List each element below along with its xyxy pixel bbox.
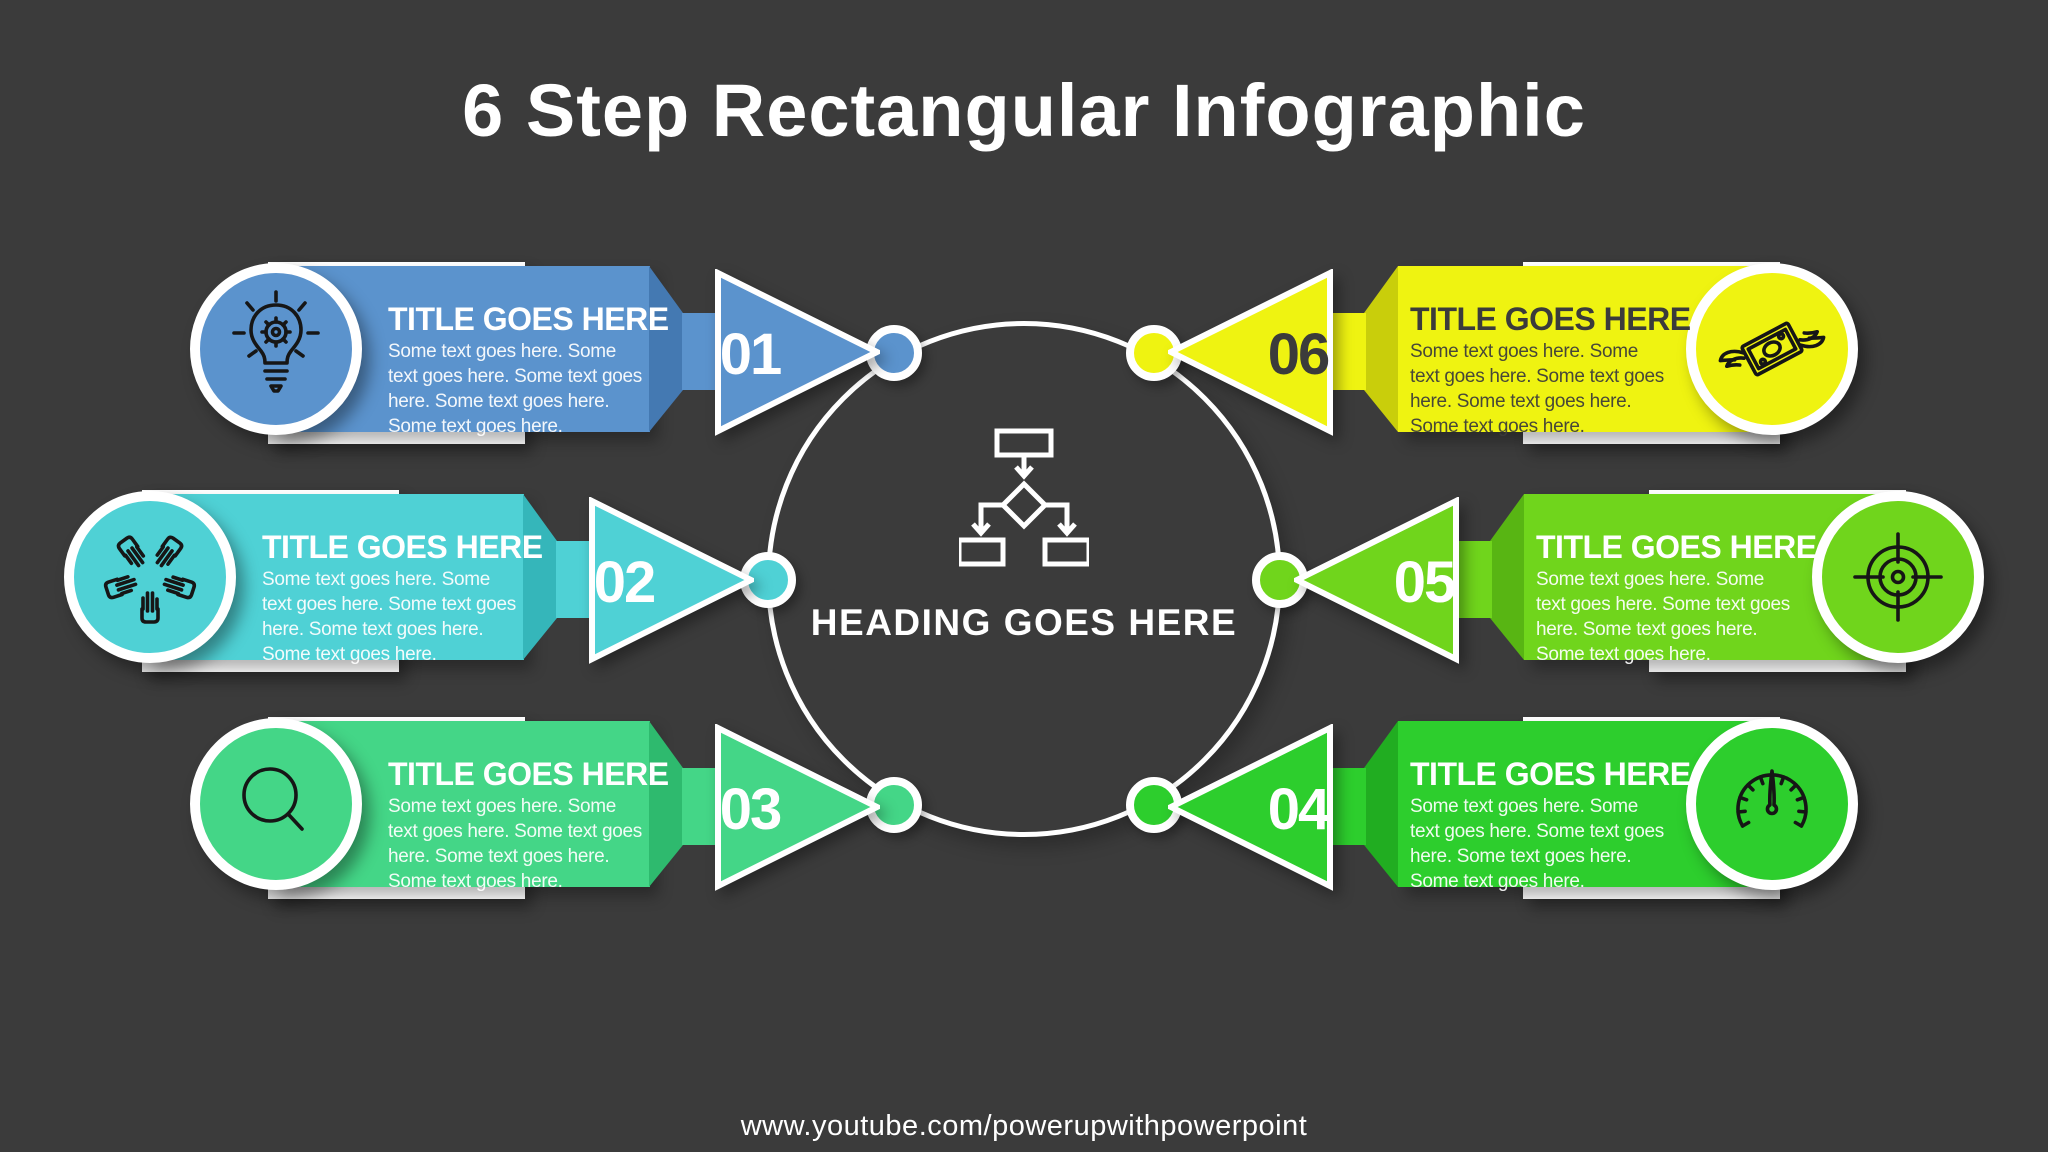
step-number: 05 [1393,550,1457,615]
step-body-text: Some text goes here. Some text goes here… [388,341,642,437]
panel-fold [523,494,557,660]
step-item-4: 04 TITLE GOES HERE Some text goes here. … [1158,710,1858,900]
step-body-text: Some text goes here. Some text goes here… [1410,796,1664,892]
flowchart-icon [959,428,1089,567]
step-icon-circle [190,718,362,890]
step-item-6: 06 TITLE GOES HERE Some text goes here. … [1158,255,1858,445]
panel-fold [1490,494,1524,660]
arrow-head [1168,724,1333,891]
panel-fold [1364,266,1398,432]
center-heading: HEADING GOES HERE [810,602,1238,643]
step-body-text: Some text goes here. Some text goes here… [1410,341,1664,437]
step-title: TITLE GOES HERE [388,301,669,337]
panel-fold [649,266,683,432]
footer-channel-url: www.youtube.com/powerupwithpowerpoint [740,1110,1308,1142]
node-step-3 [866,777,922,833]
step-title: TITLE GOES HERE [1410,301,1691,337]
step-body-text: Some text goes here. Some text goes here… [388,796,642,892]
step-title: TITLE GOES HERE [388,756,669,792]
panel-fold [649,721,683,887]
step-icon-circle [1686,263,1858,435]
arrow-head [715,724,880,891]
money-wings-icon [1718,321,1826,377]
step-item-1: 01 TITLE GOES HERE Some text goes here. … [190,255,890,445]
step-item-3: 03 TITLE GOES HERE Some text goes here. … [190,710,890,900]
step-item-5: 05 TITLE GOES HERE Some text goes here. … [1284,483,1984,673]
step-body-text: Some text goes here. Some text goes here… [1536,569,1790,665]
arrow-head [589,497,754,664]
step-number: 03 [719,777,783,842]
step-body-text: Some text goes here. Some text goes here… [262,569,516,665]
step-title: TITLE GOES HERE [1410,756,1691,792]
step-icon-circle [190,263,362,435]
step-item-2: 02 TITLE GOES HERE Some text goes here. … [64,483,764,673]
speedometer-icon [1736,769,1808,828]
step-number: 01 [719,322,783,387]
panel-fold [1364,721,1398,887]
step-title: TITLE GOES HERE [1536,529,1817,565]
target-icon [1853,532,1943,622]
search-magnifier-icon [242,767,304,831]
teamwork-hands-icon [102,534,198,624]
step-icon-circle [1812,491,1984,663]
arrow-head [1294,497,1459,664]
step-icon-circle [1686,718,1858,890]
idea-lightbulb-icon [232,290,320,393]
step-title: TITLE GOES HERE [262,529,543,565]
arrow-head [715,269,880,436]
page-title: 6 Step Rectangular Infographic [462,69,1586,152]
arrow-head [1168,269,1333,436]
step-number: 02 [593,550,657,615]
step-number: 06 [1267,322,1331,387]
step-number: 04 [1267,777,1331,842]
step-icon-circle [64,491,236,663]
